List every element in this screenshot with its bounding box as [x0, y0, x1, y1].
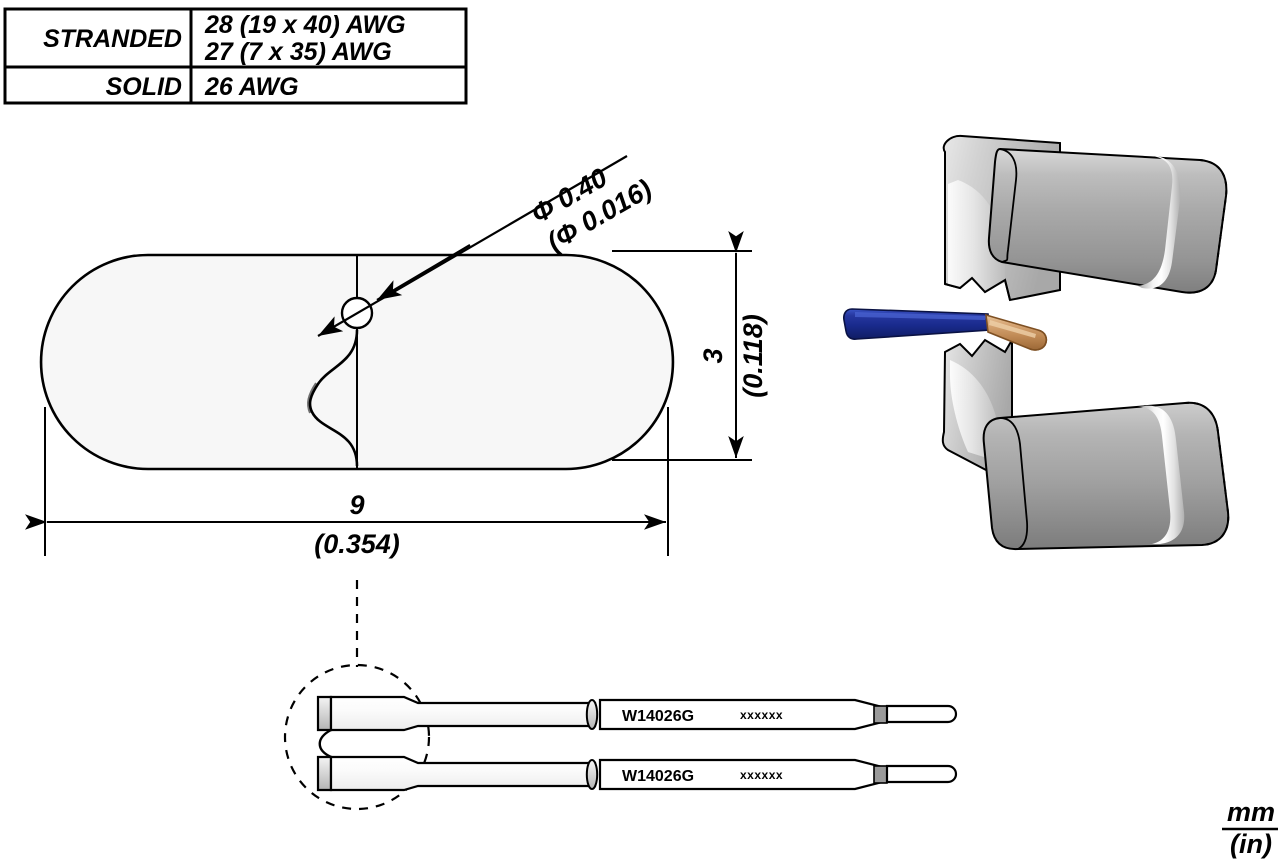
cartridge-lower-pin: [885, 764, 958, 784]
tip-notch-profile-shadow: [307, 382, 317, 414]
table-value-stranded-1: 28 (19 x 40) AWG: [204, 11, 406, 39]
cartridge-lower-tip: [316, 755, 333, 792]
iso-upper-cylinder-seam: [999, 148, 1018, 263]
cartridge-lower: [316, 755, 958, 792]
iso-upper-jaw-notch: [944, 276, 1011, 301]
cartridge-upper-tip: [316, 695, 333, 732]
cartridge-upper: [316, 695, 958, 732]
cartridge-upper-front-body: [329, 695, 597, 732]
table-value-solid-1: 26 AWG: [204, 73, 299, 101]
hole-leader-arrow-upper: [376, 244, 471, 301]
tip-profile-view: [39, 155, 675, 471]
units-label: mm (in): [1222, 797, 1278, 859]
iso-lower-cylinder-seam: [999, 417, 1029, 550]
table-row-label-stranded: STRANDED: [43, 25, 182, 53]
hole-leader-line: [317, 155, 628, 337]
iso-lower-cylinder-end-cap: [1184, 401, 1230, 546]
units-denominator: (in): [1230, 829, 1272, 859]
isometric-view: [843, 134, 1230, 551]
cartridge-tip-joint: [318, 728, 332, 759]
cartridge-lower-part-number: W14026G: [622, 768, 694, 785]
detail-circle-callout: [283, 580, 431, 811]
table-row-label-solid: SOLID: [106, 73, 182, 101]
wire-conductor-highlight: [989, 320, 1036, 338]
wire-gauge-table: [3, 7, 468, 105]
wire-conductor-end: [1029, 329, 1048, 351]
cartridge-lower-collar: [585, 758, 599, 791]
cartridge-upper-collar: [585, 698, 599, 731]
height-dimension: [612, 231, 752, 461]
length-dimension-metric: 9: [349, 490, 364, 520]
cartridge-lower-marking: xxxxxx: [740, 768, 783, 782]
height-dimension-imperial: (0.118): [738, 314, 768, 398]
cartridge-upper-pin: [885, 704, 958, 724]
iso-upper-cylinder-highlight: [1138, 156, 1181, 289]
iso-lower-cylinder-highlight: [1138, 405, 1185, 544]
table-value-stranded-2: 27 (7 x 35) AWG: [204, 38, 392, 66]
wire-insulation-highlight: [855, 312, 986, 320]
iso-upper-cylinder-end-cap: [1181, 159, 1228, 294]
height-dimension-metric: 3: [698, 348, 728, 363]
detail-circle: [283, 663, 431, 811]
length-dimension: [25, 407, 669, 556]
length-dimension-imperial: (0.354): [314, 529, 400, 559]
iso-lower-cylinder: [982, 401, 1230, 551]
cartridge-lower-band: [873, 765, 888, 784]
cartridge-upper-marking: xxxxxx: [740, 708, 783, 722]
cartridge-lower-front-body: [329, 755, 597, 792]
units-numerator: mm: [1227, 797, 1275, 827]
tip-notch-profile: [308, 329, 359, 467]
cartridge-upper-part-number: W14026G: [622, 708, 694, 725]
cartridge-upper-band: [873, 705, 888, 724]
